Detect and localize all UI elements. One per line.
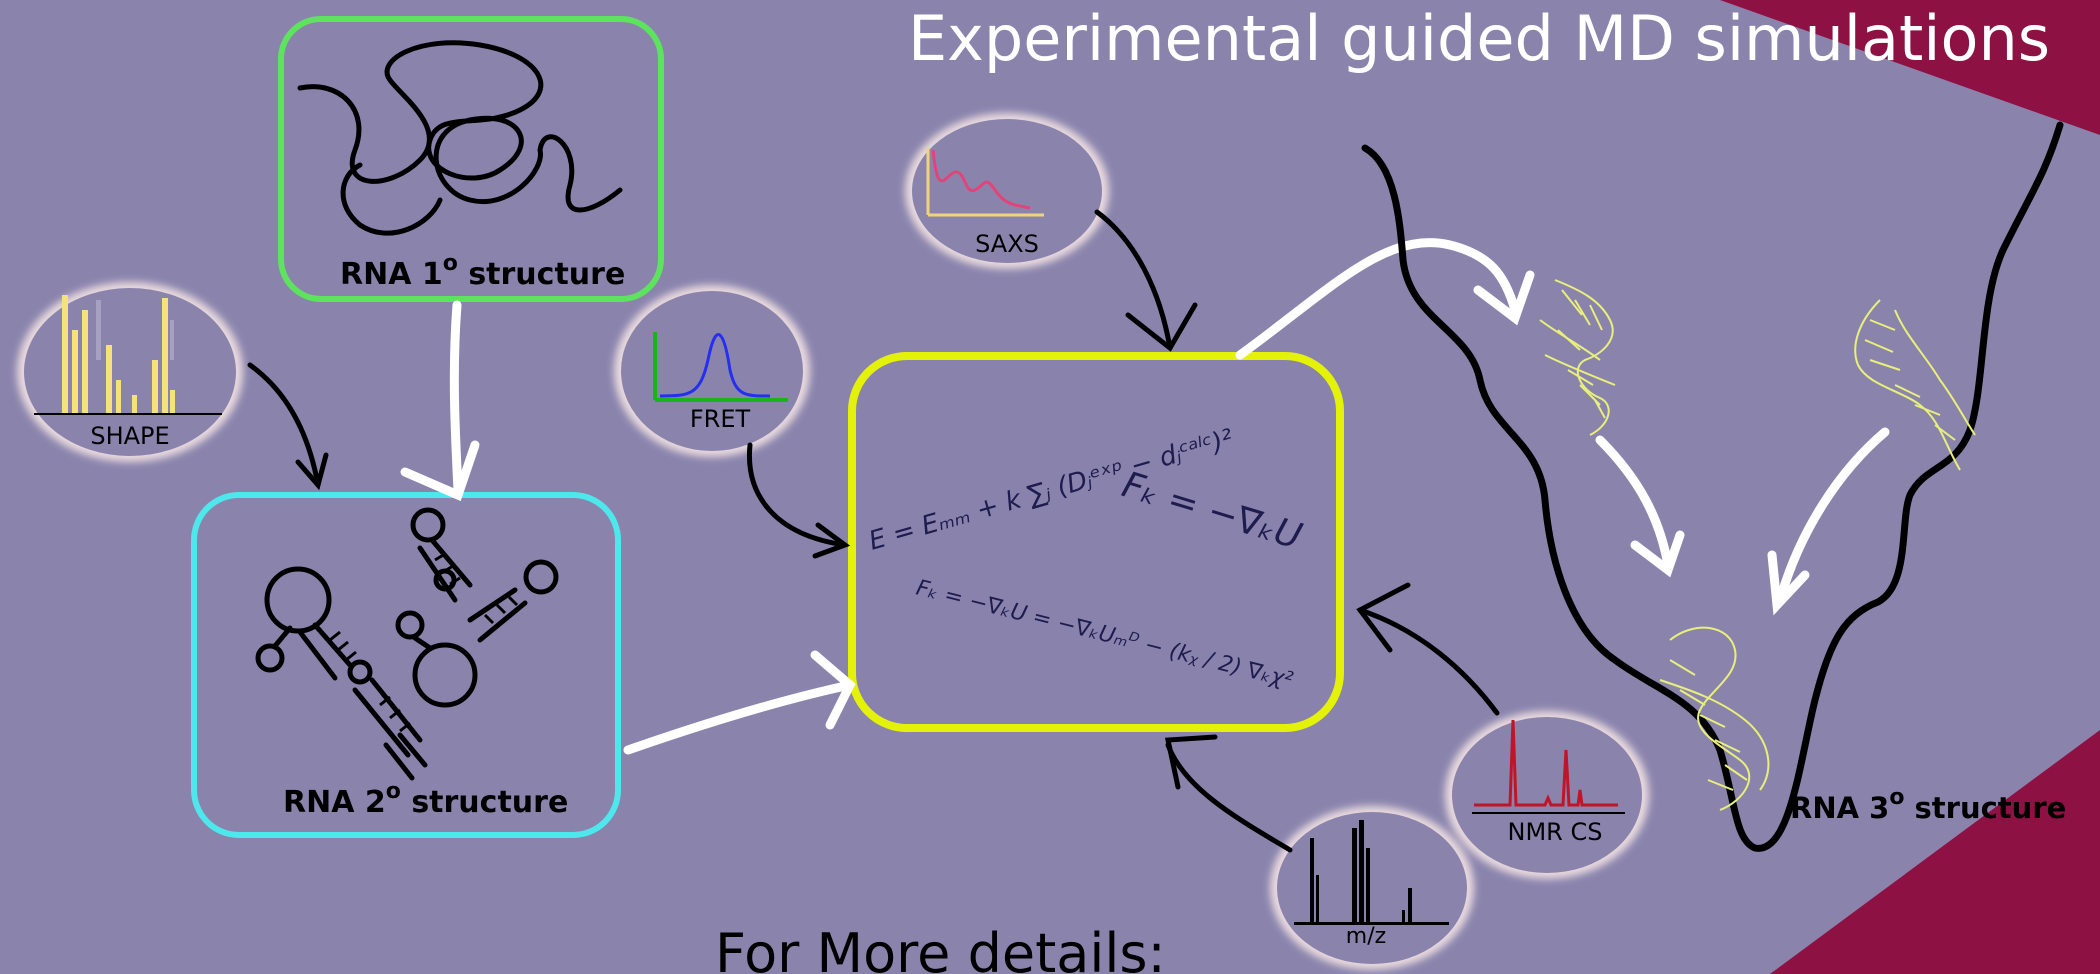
bottom-right-accent bbox=[1770, 730, 2100, 974]
arrow-ms-to-center bbox=[1164, 734, 1293, 853]
arrow-saxs-to-center bbox=[1094, 209, 1198, 352]
arrow-landscape-to-center bbox=[1235, 238, 1535, 360]
arrow-fret-to-center bbox=[746, 442, 851, 559]
nmr-spectrum-icon bbox=[1472, 719, 1625, 814]
mass-spectrum-icon bbox=[1294, 820, 1449, 925]
arrow-nmr-to-center bbox=[1356, 582, 1500, 716]
primary-structure-label: RNA 1o structure bbox=[340, 251, 625, 292]
shape-label: SHAPE bbox=[90, 422, 169, 450]
nmr-node: NMR CS bbox=[1445, 711, 1649, 879]
rna-3d-model-bottom bbox=[1659, 626, 1770, 811]
saxs-node: SAXS bbox=[905, 113, 1109, 269]
tertiary-structure-label: RNA 3o structure bbox=[1790, 785, 2066, 825]
shape-node: SHAPE bbox=[17, 282, 243, 462]
arrow-landscape-right-down bbox=[1767, 427, 1890, 616]
ms-node: m/z bbox=[1270, 806, 1474, 970]
fret-label: FRET bbox=[690, 405, 751, 433]
arrow-primary-to-secondary bbox=[400, 300, 480, 502]
md-equation-node: E = Eₘₘ + k ∑ⱼ (Dⱼᵉˣᵖ − dⱼᶜᵃˡᶜ)² Fₖ = −∇… bbox=[848, 352, 1344, 732]
rna-secondary-icon bbox=[255, 507, 559, 781]
page-title: Experimental guided MD simulations bbox=[908, 2, 2050, 75]
footer-text: For More details: bbox=[715, 922, 1166, 974]
shape-reactivity-icon bbox=[34, 295, 222, 415]
black-arrows bbox=[247, 209, 1500, 853]
primary-structure-node: RNA 1o structure bbox=[278, 16, 664, 302]
fret-peak-icon bbox=[653, 332, 788, 402]
secondary-structure-label: RNA 2o structure bbox=[283, 779, 568, 820]
ms-label: m/z bbox=[1346, 924, 1386, 949]
energy-landscape-curve bbox=[1361, 121, 2064, 852]
nmr-label: NMR CS bbox=[1508, 818, 1603, 846]
secondary-structure-node: RNA 2o structure bbox=[191, 492, 621, 838]
saxs-curve-icon bbox=[926, 148, 1044, 217]
arrow-secondary-to-center bbox=[623, 650, 856, 755]
white-arrows bbox=[400, 238, 1890, 755]
saxs-label: SAXS bbox=[975, 230, 1039, 258]
rna-3d-model-right bbox=[1854, 299, 1976, 471]
top-right-accent bbox=[1720, 0, 2100, 135]
rna-3d-model-left bbox=[1539, 279, 1616, 436]
fret-node: FRET bbox=[614, 285, 810, 457]
arrow-shape-to-secondary bbox=[247, 362, 329, 491]
arrow-landscape-left-down bbox=[1595, 435, 1685, 578]
rna-chain-icon bbox=[297, 40, 623, 236]
